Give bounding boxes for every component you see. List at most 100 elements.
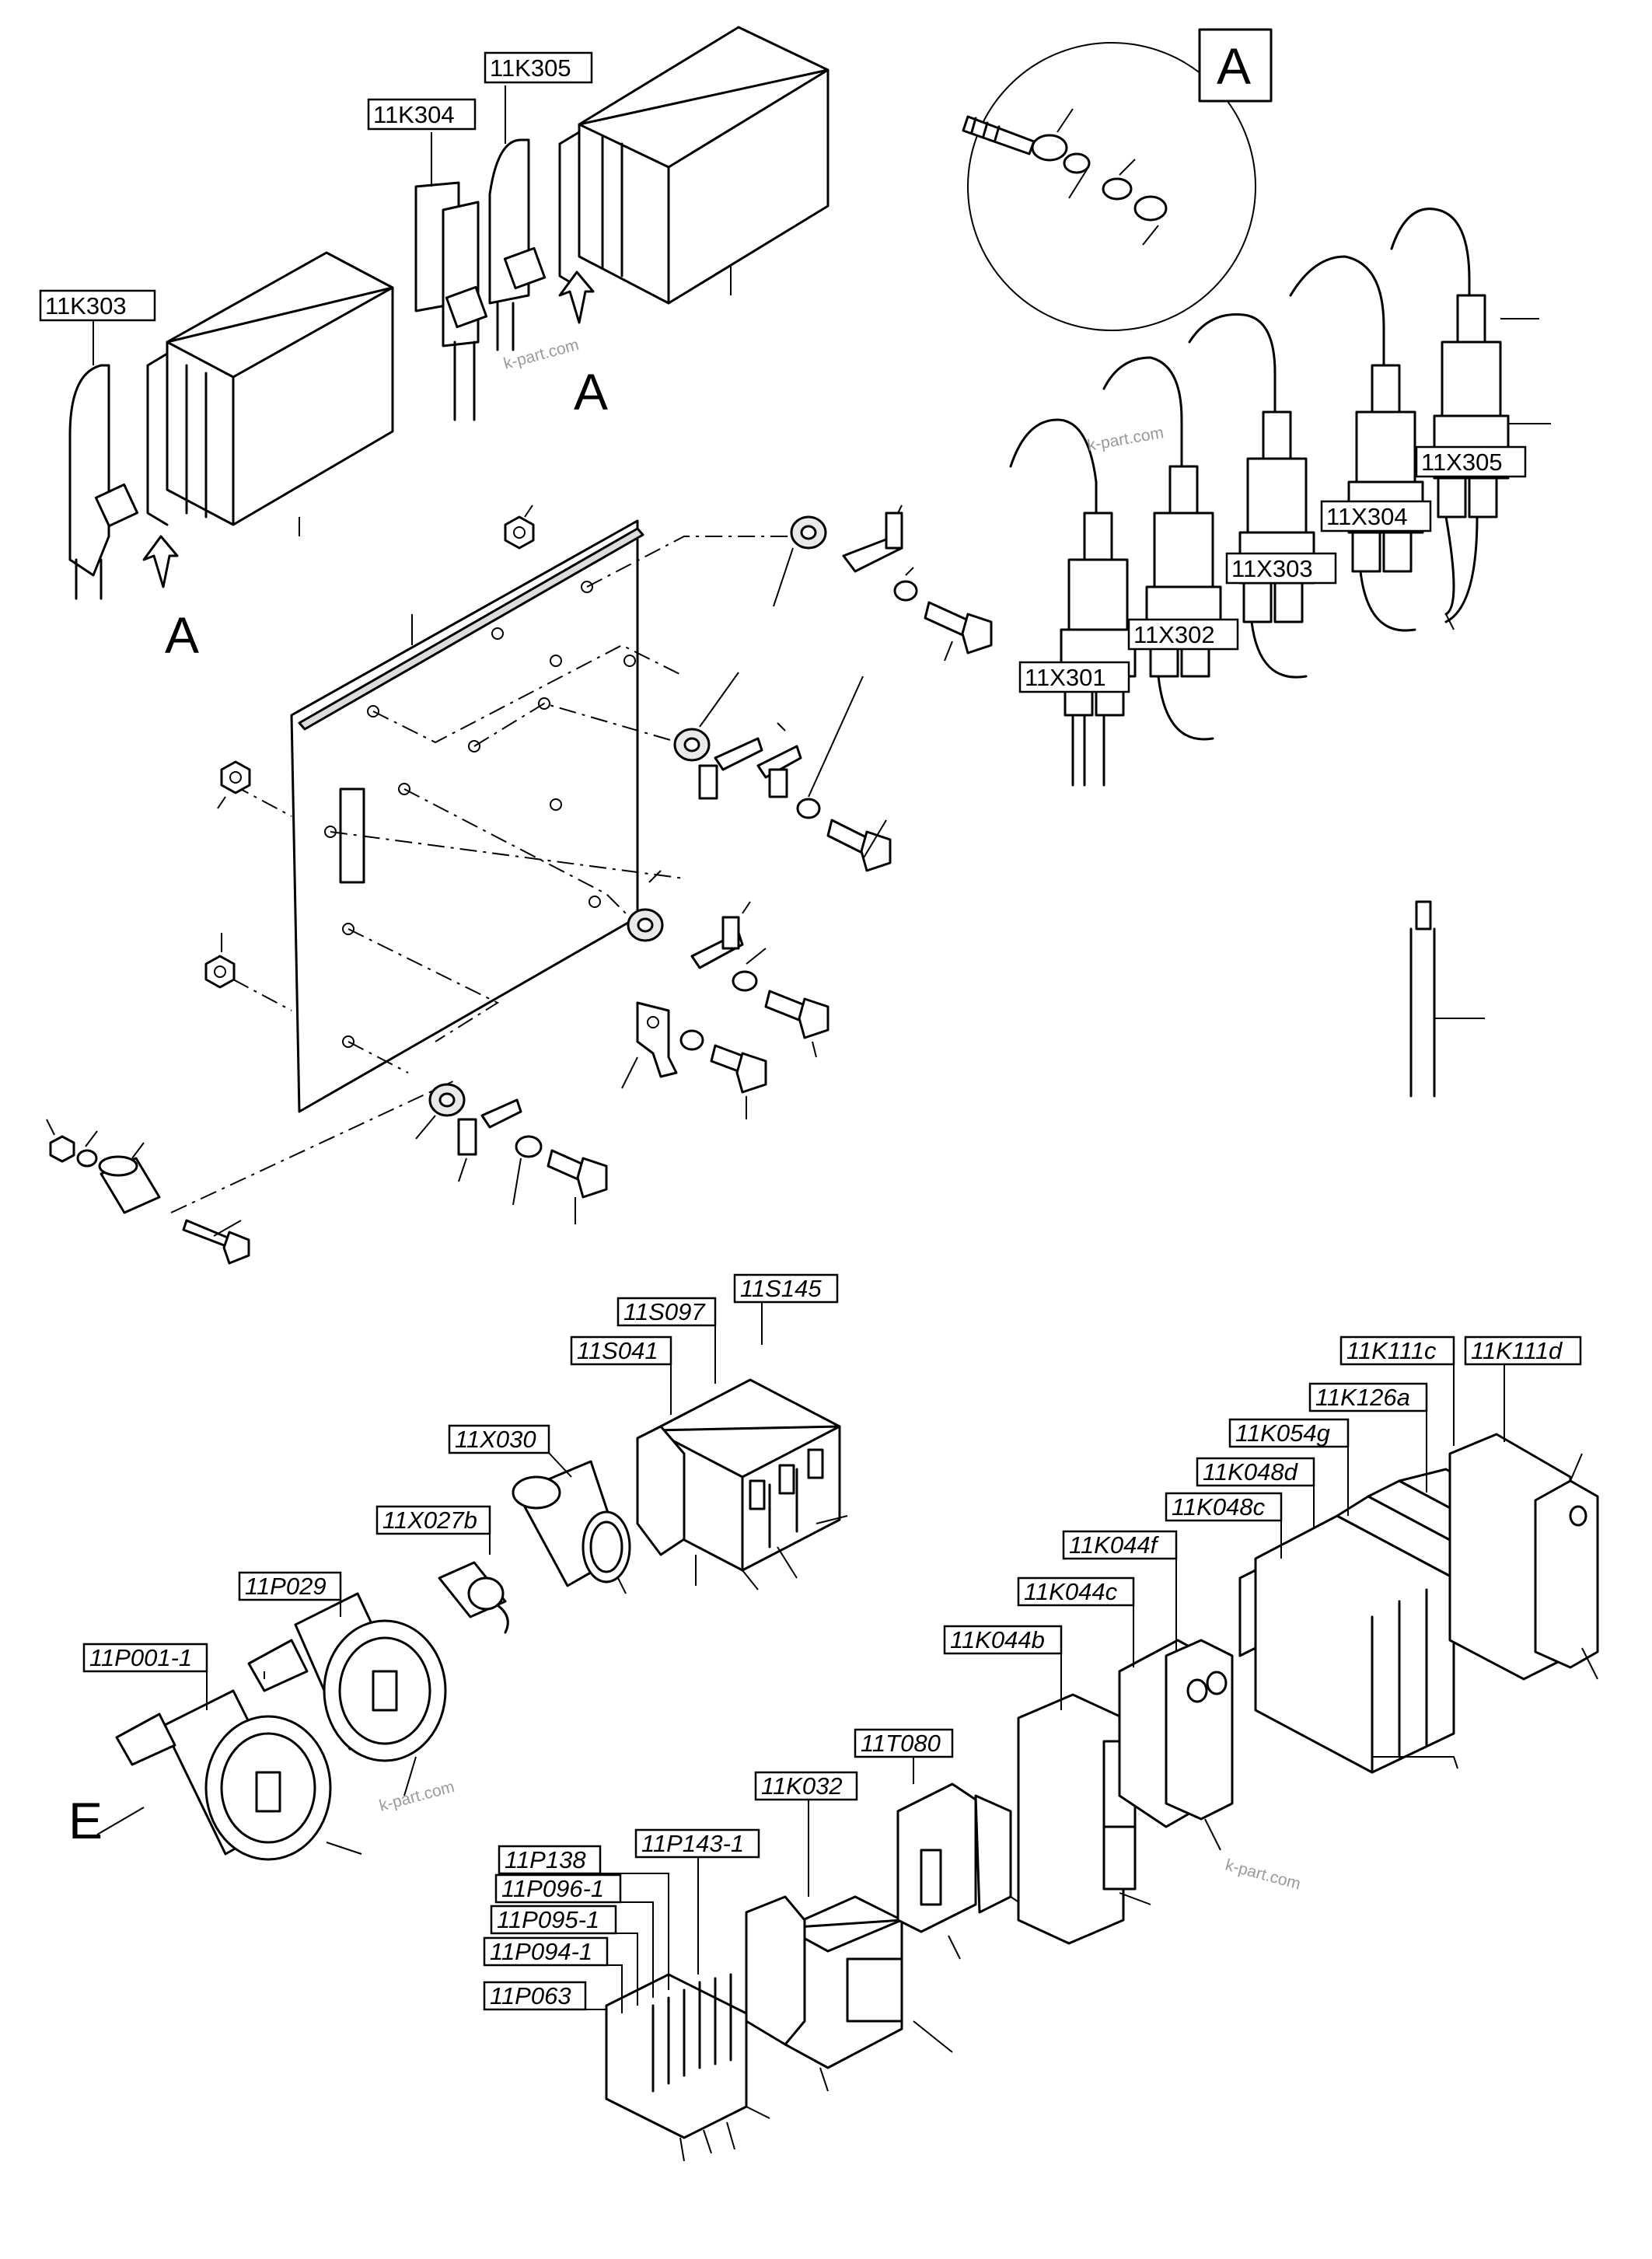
plug-1 xyxy=(1060,512,1137,787)
callout-11x030: 11X030 xyxy=(448,1424,550,1454)
hardware-stack-1 xyxy=(773,505,993,662)
callout-11k044b: 11K044b xyxy=(943,1625,1063,1655)
callout-11t080: 11T080 xyxy=(854,1728,954,1758)
callout-leaders xyxy=(206,1302,1580,2013)
callout-11k305: 11K305 xyxy=(484,51,593,84)
svg-text:11K048c: 11K048c xyxy=(1172,1493,1266,1521)
callout-11k054g: 11K054g xyxy=(1228,1418,1350,1448)
direction-arrows xyxy=(142,271,595,588)
svg-text:11S145: 11S145 xyxy=(740,1275,822,1302)
plate-nuts xyxy=(204,505,535,989)
svg-text:11K044c: 11K044c xyxy=(1024,1578,1118,1605)
svg-text:11K044f: 11K044f xyxy=(1069,1531,1160,1559)
svg-text:11K304: 11K304 xyxy=(373,101,455,128)
plug-4 xyxy=(1347,364,1424,632)
mounting-plate xyxy=(170,519,793,1213)
callout-11k048c: 11K048c xyxy=(1165,1492,1283,1522)
watermark-2: k-part.com xyxy=(1086,424,1165,455)
callout-11x304: 11X304 xyxy=(1320,500,1432,532)
callout-11p138: 11P138 xyxy=(498,1845,602,1875)
standoff-assembly xyxy=(46,1119,250,1265)
svg-text:11K111c: 11K111c xyxy=(1346,1337,1437,1364)
svg-text:11X301: 11X301 xyxy=(1025,664,1106,691)
callout-11k032: 11K032 xyxy=(754,1771,858,1801)
gauge-p029 xyxy=(247,1592,447,1796)
hardware-stack-2 xyxy=(673,672,892,872)
view-letter-a-upper: A xyxy=(574,363,608,421)
view-letter-e: E xyxy=(68,1792,103,1849)
svg-text:11P095-1: 11P095-1 xyxy=(497,1906,599,1933)
callouts: 11K303 11K304 11K305 11X305 11X304 11X30… xyxy=(39,51,1582,2011)
callout-11k303: 11K303 xyxy=(39,289,156,322)
connector-k303 xyxy=(68,319,139,600)
svg-text:11P143-1: 11P143-1 xyxy=(641,1830,744,1857)
svg-text:11P063: 11P063 xyxy=(490,1982,571,2009)
svg-text:11P138: 11P138 xyxy=(505,1846,586,1873)
callout-11x027b: 11X027b xyxy=(375,1505,491,1535)
callout-11x301: 11X301 xyxy=(1018,661,1130,693)
socket-x027b xyxy=(438,1561,509,1634)
module-k044c-k044f xyxy=(1118,1639,1234,1851)
callout-11x302: 11X302 xyxy=(1127,618,1239,651)
switch-block xyxy=(636,1378,848,1590)
callout-11k126a: 11K126a xyxy=(1308,1382,1428,1412)
callout-11k044c: 11K044c xyxy=(1017,1576,1135,1607)
terminal-strip xyxy=(605,1973,770,2162)
gauge-p001-1: E xyxy=(68,1689,362,1861)
watermark-4: k-part.com xyxy=(1224,1856,1303,1894)
svg-text:11T080: 11T080 xyxy=(861,1730,941,1757)
svg-text:11K303: 11K303 xyxy=(45,292,127,319)
svg-text:11K126a: 11K126a xyxy=(1315,1384,1410,1411)
svg-text:11K111d: 11K111d xyxy=(1471,1337,1563,1364)
plug-3 xyxy=(1238,410,1315,679)
relay-k111 xyxy=(1448,1433,1599,1681)
svg-text:11K032: 11K032 xyxy=(761,1772,843,1800)
svg-text:11P029: 11P029 xyxy=(245,1573,327,1600)
relay-housing-right xyxy=(558,26,829,305)
svg-text:11K054g: 11K054g xyxy=(1235,1419,1330,1447)
detail-view-a: A xyxy=(962,28,1273,331)
svg-text:11K305: 11K305 xyxy=(490,54,571,82)
callout-11s145: 11S145 xyxy=(733,1273,839,1304)
callout-11k048d: 11K048d xyxy=(1196,1457,1315,1487)
relay-housing-left xyxy=(146,251,394,536)
svg-text:11X030: 11X030 xyxy=(455,1426,536,1453)
callout-11p094-1: 11P094-1 xyxy=(483,1936,609,1967)
callout-11k304: 11K304 xyxy=(367,98,477,131)
callout-11p095-1: 11P095-1 xyxy=(490,1905,617,1935)
hardware-stack-4 xyxy=(621,1001,767,1119)
svg-text:11P096-1: 11P096-1 xyxy=(501,1875,604,1902)
connectors-k304-k305 xyxy=(414,86,547,421)
callout-11k111d: 11K111d xyxy=(1464,1335,1582,1366)
callout-11s097: 11S097 xyxy=(616,1297,717,1327)
module-t080 xyxy=(896,1782,1035,1960)
view-letter-a-lower: A xyxy=(165,606,199,664)
callout-11p096-1: 11P096-1 xyxy=(494,1873,622,1904)
plug-cables xyxy=(1009,208,1551,787)
svg-text:11P094-1: 11P094-1 xyxy=(490,1938,592,1965)
callout-11p143-1: 11P143-1 xyxy=(634,1828,760,1859)
plug-2 xyxy=(1145,465,1222,741)
relay-module-k032 xyxy=(745,1895,953,2092)
callout-11x303: 11X303 xyxy=(1225,552,1337,585)
svg-text:11K044b: 11K044b xyxy=(950,1626,1045,1653)
module-k044b xyxy=(1017,1693,1151,1945)
svg-text:11X304: 11X304 xyxy=(1326,503,1408,530)
wire xyxy=(1409,900,1485,1098)
svg-text:11P001-1: 11P001-1 xyxy=(89,1644,192,1671)
svg-text:11X303: 11X303 xyxy=(1231,555,1313,582)
detail-view-label: A xyxy=(1217,37,1251,95)
callout-11x305: 11X305 xyxy=(1415,445,1527,478)
watermark-3: k-part.com xyxy=(377,1778,456,1815)
callout-11p001-1: 11P001-1 xyxy=(82,1643,208,1673)
connector-x030 xyxy=(512,1460,631,1594)
callout-11s041: 11S041 xyxy=(570,1335,672,1366)
svg-text:11S097: 11S097 xyxy=(623,1298,706,1325)
callout-11p029: 11P029 xyxy=(238,1571,342,1601)
plug-5 xyxy=(1433,294,1551,630)
svg-text:11X302: 11X302 xyxy=(1133,621,1215,648)
callout-11p063: 11P063 xyxy=(483,1981,587,2011)
callout-11k111c: 11K111c xyxy=(1339,1335,1455,1366)
svg-text:11X305: 11X305 xyxy=(1421,449,1503,476)
